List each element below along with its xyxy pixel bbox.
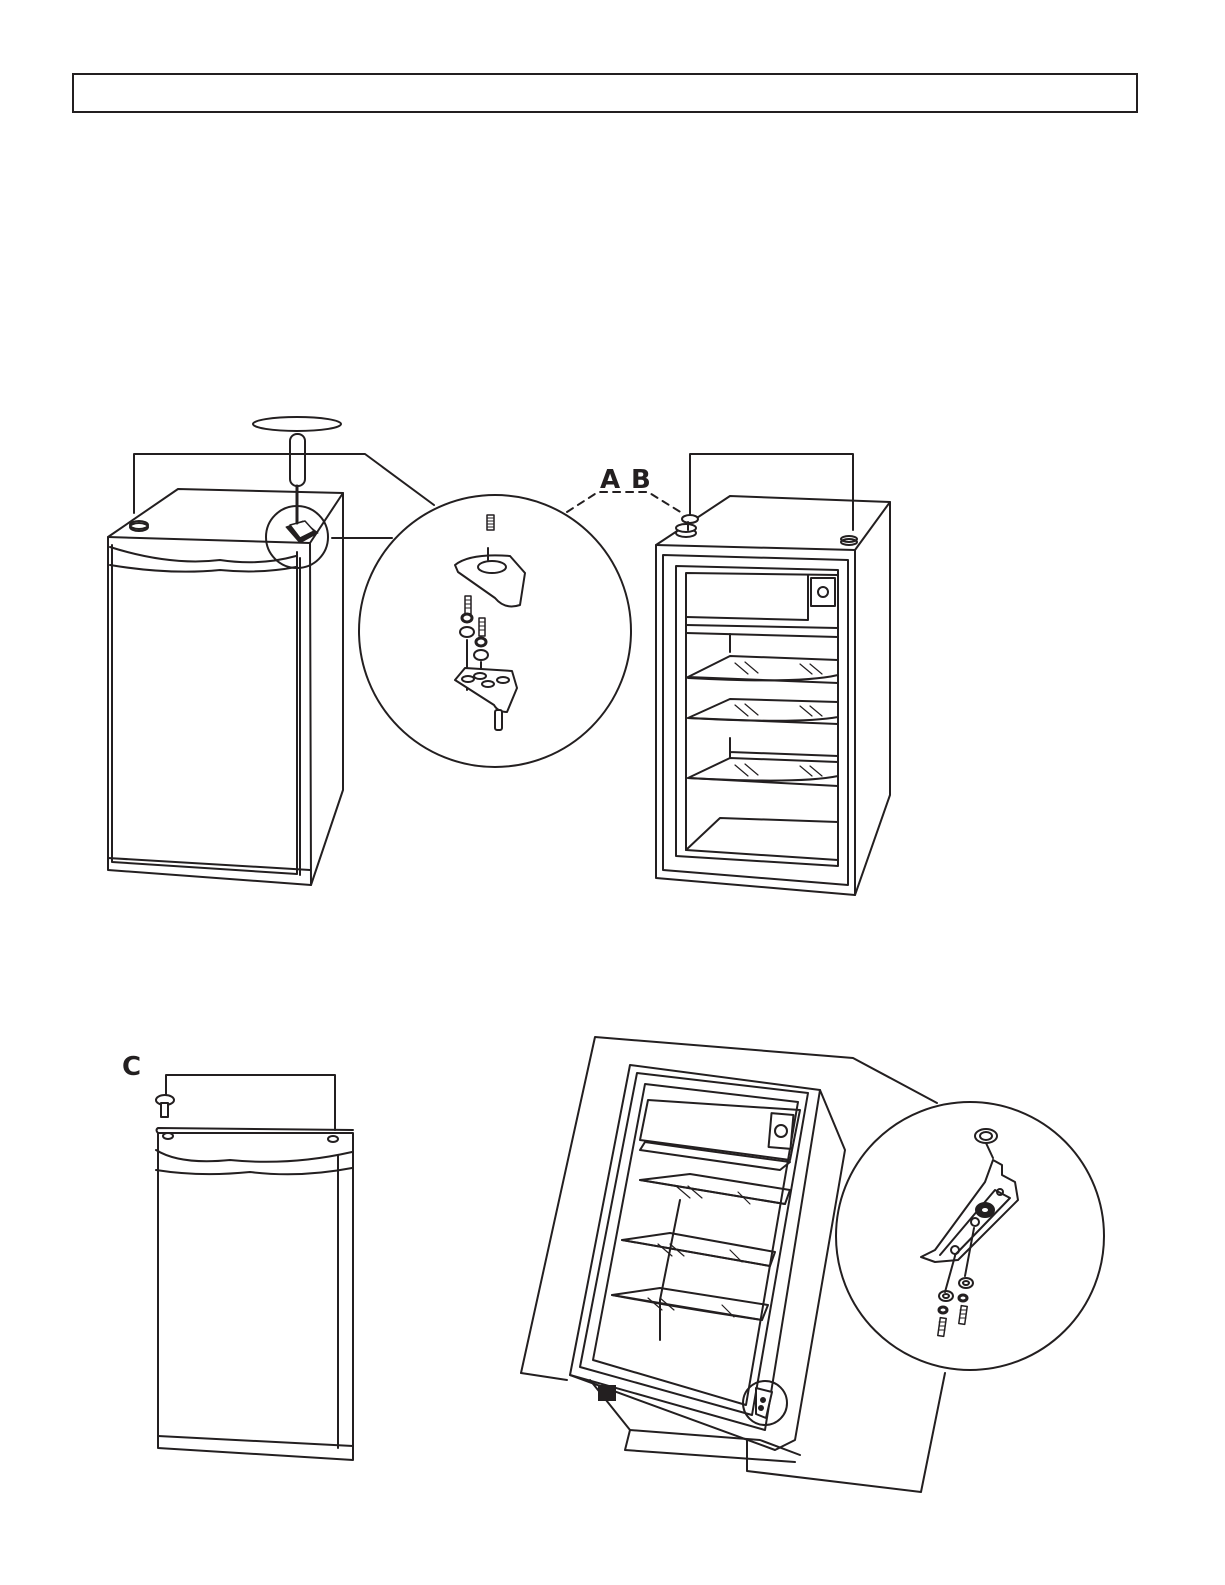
- hinge-pin-ab: [676, 515, 698, 537]
- label-a: A: [600, 465, 620, 495]
- label-b: B: [631, 465, 651, 495]
- door: [156, 1128, 353, 1460]
- hinge-detail-1: [359, 495, 631, 767]
- bracket-line-3: [166, 1075, 335, 1130]
- fridge-tilted: [570, 1065, 845, 1462]
- fridge-closed: [108, 489, 343, 885]
- dashed-callout-ab: [567, 492, 682, 513]
- fridge-open: [656, 496, 890, 895]
- hinge-detail-2: [836, 1102, 1104, 1370]
- door-pin-c: [156, 1095, 174, 1117]
- label-c: C: [122, 1052, 141, 1082]
